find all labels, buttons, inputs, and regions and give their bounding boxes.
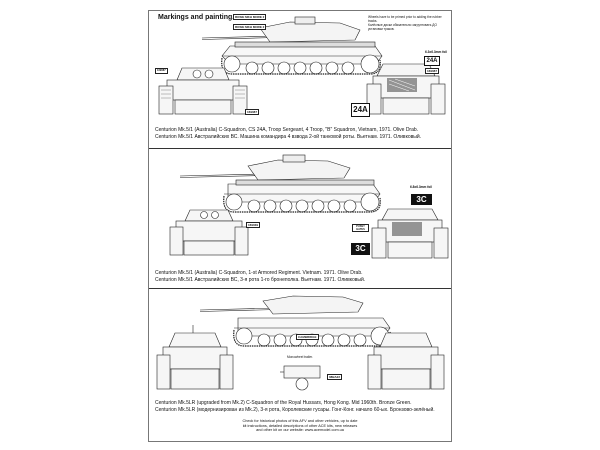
panel2-callsign-bottom: 3C bbox=[351, 243, 370, 255]
panel2-caption: Centurion Mk.5/1 (Australia) C-Squadron,… bbox=[155, 270, 365, 283]
panel2-caption-ru: Centurion Mk.5/1 Австралийских ВС, 3-я р… bbox=[155, 276, 366, 283]
panel1-rear-number-plate: 169087 bbox=[155, 68, 168, 74]
divider-2 bbox=[149, 288, 451, 289]
panel3-caption: Centurion Mk.5LR (upgraded from Mk.2) C-… bbox=[155, 400, 435, 413]
wheels-note: Wheels have to be primed prior to adding… bbox=[368, 15, 448, 31]
footer-note: Check for historical photos of this AFV … bbox=[150, 419, 450, 433]
panel1-tag-top2: ROSIE MKH MORE 2 bbox=[233, 24, 267, 30]
panel1-caption: Centurion Mk.5/1 (Australia) C-Squadron,… bbox=[155, 127, 421, 140]
footer-line-2: kit instructions, detailed descriptions … bbox=[242, 423, 358, 428]
panel1-callsign-large: 24A bbox=[351, 103, 370, 117]
panel2-hull-number: 169039 bbox=[246, 222, 261, 228]
panel2-side-view bbox=[179, 154, 381, 213]
panel3-front-view bbox=[156, 325, 234, 390]
wheels-note-ru: Колёсные диски обязательно загрунтовать … bbox=[368, 23, 437, 31]
panel3-rear-view bbox=[367, 332, 445, 390]
panel1-side-view bbox=[201, 16, 383, 75]
panel1-front-view bbox=[158, 67, 248, 115]
panel1-paint-ref: 6.3x6.3mm foil bbox=[425, 50, 447, 54]
panel1-rear-plate: 169087 bbox=[425, 68, 440, 74]
page-title: Markings and painting. bbox=[158, 14, 235, 21]
monowheel-trailer bbox=[280, 365, 321, 391]
panel1-rear-view bbox=[366, 63, 446, 115]
panel2-caption-en: Centurion Mk.5/1 (Australia) C-Squadron,… bbox=[155, 270, 363, 276]
panel3-name-plate: CAMBRIDGE bbox=[296, 334, 319, 340]
panel1-hull-number: 169087 bbox=[245, 109, 260, 115]
panel1-callsign-small: 24A bbox=[424, 56, 440, 66]
divider-1 bbox=[149, 148, 451, 149]
panel1-tag-top1: ROSIE MKH MORE 2 bbox=[233, 14, 267, 20]
panel1-caption-en: Centurion Mk.5/1 (Australia) C-Squadron,… bbox=[155, 127, 419, 133]
panel2-plate-label: PUSSY GATES bbox=[352, 224, 369, 232]
panel2-front-view bbox=[169, 209, 249, 256]
panel2-callsign-top: 3C bbox=[411, 194, 432, 205]
panel2-paint-ref: 6.8x6.3mm foil bbox=[410, 185, 432, 189]
panel3-caption-ru: Centurion Mk.5LR (модернизирован из Mk.2… bbox=[155, 406, 435, 413]
panel3-trailer-label: Monowheel trailer. bbox=[287, 355, 313, 359]
panel2-rear-view bbox=[371, 208, 449, 259]
panel1-caption-ru: Centurion Mk.5/1 Австралийских ВС. Машин… bbox=[155, 133, 422, 140]
panel3-trailer-plate: 08BA22 bbox=[327, 374, 343, 380]
footer-line-3: and other kit on our website: www.acemod… bbox=[256, 428, 344, 433]
wheels-note-en: Wheels have to be primed prior to adding… bbox=[368, 15, 442, 23]
footer-line-1: Check for historical photos of this AFV … bbox=[242, 419, 358, 423]
panel3-caption-en: Centurion Mk.5LR (upgraded from Mk.2) C-… bbox=[155, 400, 412, 406]
